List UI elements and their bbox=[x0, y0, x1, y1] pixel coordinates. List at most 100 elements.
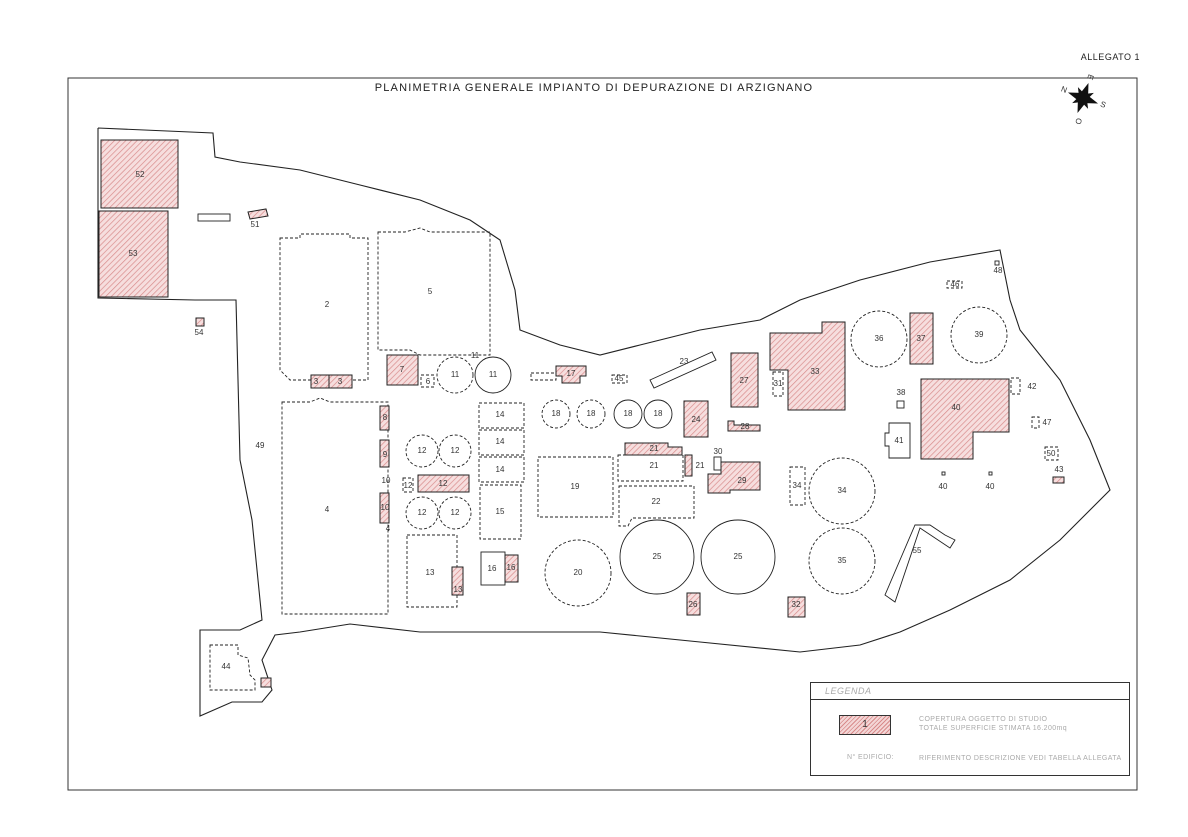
building-outline bbox=[541, 399, 571, 429]
covered-building bbox=[100, 139, 179, 209]
compass-e: E bbox=[1085, 73, 1095, 81]
covered-building bbox=[451, 566, 464, 596]
building-number-label: 40 bbox=[939, 482, 948, 491]
building-number-label: 26 bbox=[689, 600, 698, 609]
building-outline bbox=[649, 351, 717, 389]
covered-building bbox=[555, 365, 587, 384]
covered-building bbox=[1052, 476, 1065, 484]
covered-building bbox=[920, 378, 1010, 460]
building-number-label: 14 bbox=[496, 437, 505, 446]
compass-s: S bbox=[1099, 99, 1107, 109]
building-outline bbox=[405, 434, 439, 468]
legend-hatch-swatch: 1 bbox=[839, 715, 891, 735]
building-number-label: 20 bbox=[574, 568, 583, 577]
building-number-label: 11 bbox=[489, 370, 498, 379]
page-title: PLANIMETRIA GENERALE IMPIANTO DI DEPURAZ… bbox=[374, 82, 814, 94]
building-number-label: 14 bbox=[496, 465, 505, 474]
building-number-label: 18 bbox=[552, 409, 561, 418]
covered-building bbox=[707, 461, 761, 494]
building-number-label: 18 bbox=[587, 409, 596, 418]
building-number-label: 8 bbox=[383, 413, 388, 422]
building-number-label: 12 bbox=[418, 446, 427, 455]
building-outline bbox=[402, 477, 414, 493]
building-number-label: 12 bbox=[451, 508, 460, 517]
site-boundary bbox=[97, 127, 1111, 717]
covered-building bbox=[504, 554, 519, 583]
legend-title: LEGENDA bbox=[811, 683, 1129, 700]
building-outline bbox=[988, 471, 993, 476]
compass-o: O bbox=[1073, 117, 1084, 126]
building-number-label: 32 bbox=[792, 600, 801, 609]
building-number-label: 19 bbox=[571, 482, 580, 491]
building-outline bbox=[474, 356, 512, 394]
building-number-label: 2 bbox=[325, 300, 330, 309]
building-number-label: 3 bbox=[338, 377, 343, 386]
legend-covered-line2: TOTALE SUPERFICIE STIMATA 16.200mq bbox=[919, 725, 1068, 732]
covered-building bbox=[787, 596, 806, 618]
building-number-label: 54 bbox=[195, 328, 204, 337]
covered-building bbox=[379, 439, 390, 468]
building-number-label: 13 bbox=[454, 585, 463, 594]
building-outline bbox=[850, 310, 908, 368]
covered-building bbox=[686, 592, 701, 616]
building-number-label: 50 bbox=[1047, 449, 1056, 458]
building-number-label: 55 bbox=[913, 546, 922, 555]
building-number-label: 41 bbox=[895, 436, 904, 445]
building-number-label: 29 bbox=[738, 476, 747, 485]
covered-building bbox=[379, 405, 390, 431]
building-number-label: 43 bbox=[1055, 465, 1064, 474]
building-number-label: 25 bbox=[734, 552, 743, 561]
building-outline bbox=[789, 466, 806, 506]
covered-building bbox=[379, 492, 390, 524]
building-outline bbox=[478, 402, 525, 429]
building-outline bbox=[643, 399, 673, 429]
building-number-label: 21 bbox=[696, 461, 705, 470]
building-outline bbox=[478, 429, 525, 456]
building-outline bbox=[946, 280, 963, 289]
building-outline bbox=[884, 422, 911, 459]
covered-building bbox=[727, 420, 761, 432]
building-number-label: 31 bbox=[774, 379, 783, 388]
building-number-label: 51 bbox=[251, 220, 260, 229]
building-number-label: 3 bbox=[314, 377, 319, 386]
covered-building bbox=[328, 374, 353, 389]
building-number-label: 16 bbox=[488, 564, 497, 573]
building-outline bbox=[617, 454, 684, 482]
building-number-label: 42 bbox=[1028, 382, 1037, 391]
building-number-label: 36 bbox=[875, 334, 884, 343]
drawing-frame bbox=[67, 77, 1138, 791]
building-outline bbox=[619, 519, 695, 595]
covered-building bbox=[684, 454, 693, 477]
building-outline bbox=[377, 227, 491, 356]
building-number-label: 40 bbox=[986, 482, 995, 491]
building-outline bbox=[576, 399, 606, 429]
building-number-label: 12 bbox=[418, 508, 427, 517]
building-number-label: 11 bbox=[471, 351, 480, 360]
building-outline bbox=[896, 400, 905, 409]
compass-rose-icon: N E S O bbox=[1060, 73, 1107, 126]
building-number-label: 21 bbox=[650, 461, 659, 470]
building-outline bbox=[420, 374, 435, 388]
building-number-label: 30 bbox=[714, 447, 723, 456]
building-outline bbox=[1044, 446, 1059, 461]
building-outline bbox=[700, 519, 776, 595]
building-number-label: 53 bbox=[129, 249, 138, 258]
covered-building bbox=[386, 354, 419, 386]
building-number-label: 44 bbox=[222, 662, 231, 671]
building-number-label: 22 bbox=[652, 497, 661, 506]
building-outline bbox=[281, 397, 389, 615]
legend-building-no: N° EDIFICIO: bbox=[847, 754, 894, 761]
building-number-label: 10 bbox=[381, 503, 390, 512]
building-number-label: 12 bbox=[439, 479, 448, 488]
building-number-label: 15 bbox=[496, 507, 505, 516]
building-number-label: 28 bbox=[741, 422, 750, 431]
covered-building bbox=[195, 317, 205, 327]
building-outline bbox=[530, 372, 557, 381]
building-number-label: 48 bbox=[994, 266, 1003, 275]
covered-building bbox=[683, 400, 709, 438]
building-number-label: 7 bbox=[400, 365, 405, 374]
legend-building-ref: RIFERIMENTO DESCRIZIONE VEDI TABELLA ALL… bbox=[919, 755, 1122, 762]
building-outline bbox=[613, 399, 643, 429]
building-number-label: 33 bbox=[811, 367, 820, 376]
